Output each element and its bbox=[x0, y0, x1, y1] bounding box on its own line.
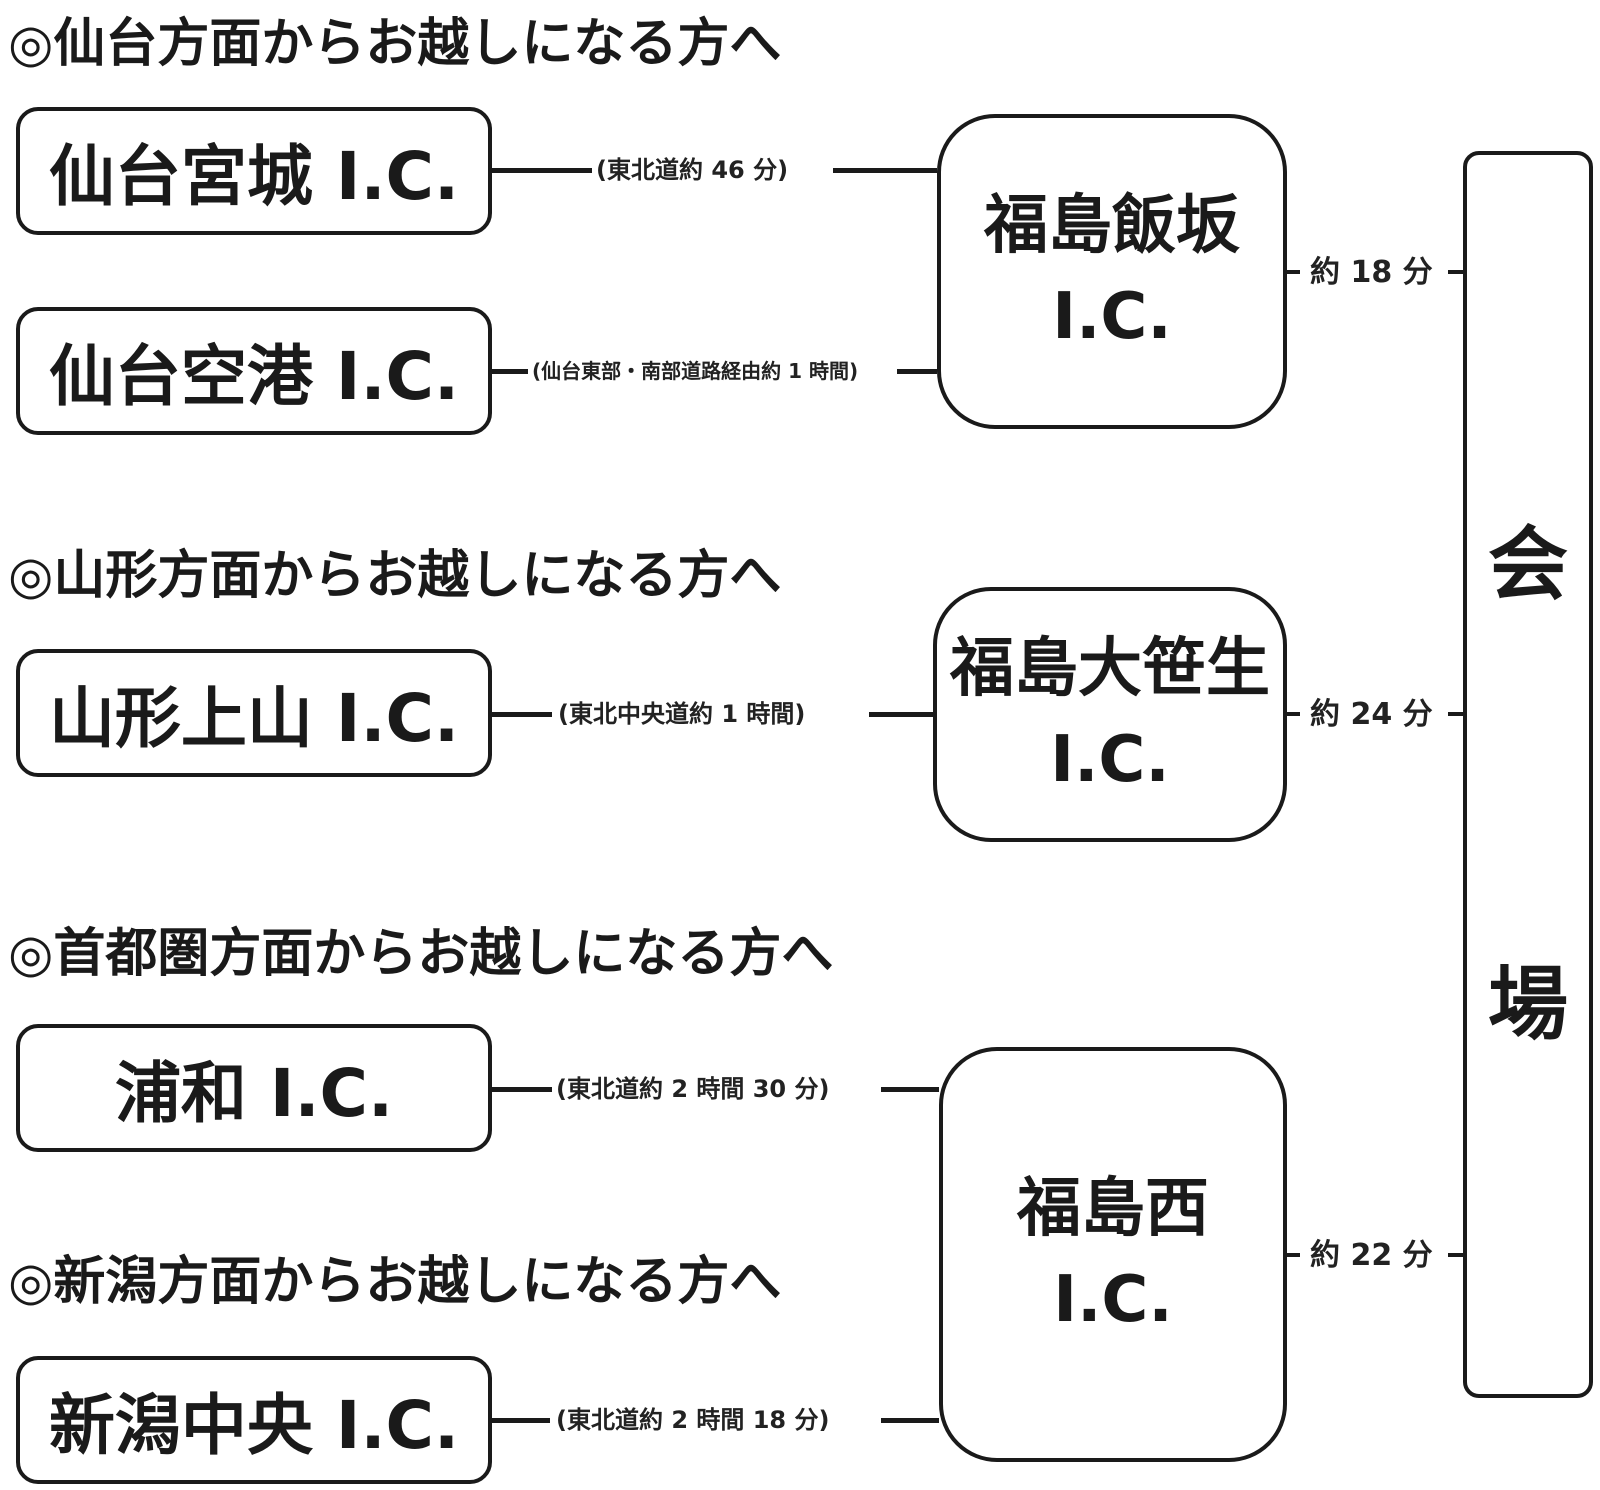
dest-ic-fukushima-iizaka: 福島飯坂 I.C. bbox=[937, 114, 1287, 429]
route-line-urawa-a bbox=[492, 1087, 552, 1092]
route-line-urawa-b bbox=[881, 1087, 939, 1092]
venue-time-iizaka: 約 18 分 bbox=[1310, 255, 1433, 290]
dest-ic-fukushima-nishi-suffix: I.C. bbox=[1053, 1262, 1173, 1337]
start-ic-sendai-miyagi: 仙台宮城 I.C. bbox=[16, 107, 492, 235]
heading-sendai: ◎仙台方面からお越しになる方へ bbox=[8, 14, 782, 74]
start-ic-urawa: 浦和 I.C. bbox=[16, 1024, 492, 1152]
venue-connector-iizaka-a bbox=[1287, 270, 1300, 274]
route-line-sendai-miyagi-a bbox=[492, 168, 592, 173]
route-label-yamagata: (東北中央道約 1 時間) bbox=[558, 700, 806, 728]
dest-ic-fukushima-nishi-name: 福島西 bbox=[1017, 1171, 1209, 1246]
route-line-niigata-b bbox=[881, 1418, 939, 1423]
route-line-sendai-kuko-b bbox=[897, 369, 937, 374]
heading-niigata: ◎新潟方面からお越しになる方へ bbox=[8, 1252, 782, 1312]
venue-box: 会 場 bbox=[1463, 151, 1593, 1398]
venue-char-2: 場 bbox=[1488, 958, 1568, 1051]
start-ic-yamagata-kaminoyama: 山形上山 I.C. bbox=[16, 649, 492, 777]
dest-ic-fukushima-osasou-suffix: I.C. bbox=[1050, 722, 1170, 797]
route-label-niigata: (東北道約 2 時間 18 分) bbox=[556, 1406, 830, 1434]
route-label-sendai-kuko: (仙台東部・南部道路経由約 1 時間) bbox=[532, 359, 859, 383]
start-ic-sendai-kuko: 仙台空港 I.C. bbox=[16, 307, 492, 435]
venue-connector-osasou-a bbox=[1287, 712, 1300, 716]
venue-connector-iizaka-b bbox=[1448, 270, 1463, 274]
venue-connector-nishi-a bbox=[1287, 1253, 1300, 1257]
dest-ic-fukushima-iizaka-name: 福島飯坂 bbox=[984, 188, 1240, 263]
dest-ic-fukushima-nishi: 福島西 I.C. bbox=[939, 1047, 1287, 1462]
start-ic-niigata-chuo: 新潟中央 I.C. bbox=[16, 1356, 492, 1484]
venue-char-1: 会 bbox=[1488, 518, 1568, 611]
heading-yamagata: ◎山形方面からお越しになる方へ bbox=[8, 546, 782, 606]
route-line-sendai-kuko-a bbox=[492, 369, 528, 374]
heading-shutoken: ◎首都圏方面からお越しになる方へ bbox=[8, 924, 834, 984]
venue-time-nishi: 約 22 分 bbox=[1310, 1238, 1433, 1273]
route-label-urawa: (東北道約 2 時間 30 分) bbox=[556, 1075, 830, 1103]
route-line-sendai-miyagi-b bbox=[833, 168, 937, 173]
route-line-niigata-a bbox=[492, 1418, 550, 1423]
route-line-yamagata-a bbox=[492, 712, 552, 717]
venue-connector-nishi-b bbox=[1448, 1253, 1463, 1257]
route-label-sendai-miyagi: (東北道約 46 分) bbox=[596, 156, 789, 184]
dest-ic-fukushima-osasou: 福島大笹生 I.C. bbox=[933, 587, 1287, 842]
dest-ic-fukushima-osasou-name: 福島大笹生 bbox=[950, 631, 1270, 706]
dest-ic-fukushima-iizaka-suffix: I.C. bbox=[1052, 279, 1172, 354]
venue-connector-osasou-b bbox=[1448, 712, 1463, 716]
route-line-yamagata-b bbox=[869, 712, 933, 717]
venue-time-osasou: 約 24 分 bbox=[1310, 697, 1433, 732]
